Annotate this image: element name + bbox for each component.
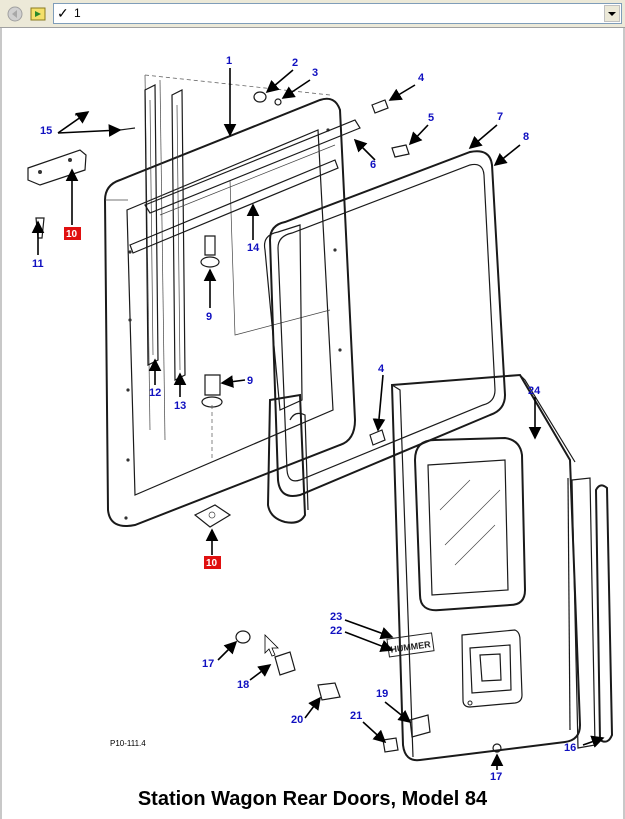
dropdown-button[interactable] xyxy=(604,5,620,22)
highlight-box xyxy=(204,556,221,569)
callout-10-highlight: 10 xyxy=(64,227,81,240)
leader-arrows xyxy=(31,68,605,770)
page-selector[interactable]: ✓ 1 xyxy=(53,3,622,24)
callout-labels: 1 2 3 4 4 5 6 7 8 9 9 10 10 11 12 13 14 … xyxy=(32,55,576,783)
callout-10: 10 xyxy=(206,558,218,569)
callout-22: 22 xyxy=(330,625,342,637)
callout-11: 11 xyxy=(32,258,44,270)
callout-6: 6 xyxy=(370,159,376,171)
frame-edge-right xyxy=(623,28,625,819)
callout-17: 17 xyxy=(202,658,214,670)
callout-17: 17 xyxy=(490,771,502,783)
hinge-strips xyxy=(144,84,186,381)
callout-12: 12 xyxy=(149,387,161,399)
callout-14: 14 xyxy=(247,242,260,254)
side-seal-strip xyxy=(567,477,614,749)
frame-edge-left xyxy=(0,28,2,819)
figure-reference: P10-111.4 xyxy=(110,739,146,748)
callout-10-highlight: 10 xyxy=(204,556,221,569)
rear-door-panel: HUMMER xyxy=(386,373,582,762)
forward-go-icon[interactable] xyxy=(30,5,48,23)
chevron-down-icon xyxy=(608,12,616,16)
callout-5: 5 xyxy=(428,112,434,124)
callout-4: 4 xyxy=(378,363,385,375)
check-icon: ✓ xyxy=(57,5,69,21)
diagram-caption: Station Wagon Rear Doors, Model 84 xyxy=(137,788,488,810)
callout-16: 16 xyxy=(564,742,576,754)
callout-3: 3 xyxy=(312,67,318,79)
hardware-parts xyxy=(27,91,502,753)
callout-19: 19 xyxy=(376,688,388,700)
callout-8: 8 xyxy=(523,131,529,143)
seal-rings xyxy=(263,150,507,524)
callout-4: 4 xyxy=(418,72,425,84)
callout-15: 15 xyxy=(40,125,52,137)
callout-2: 2 xyxy=(292,57,298,69)
callout-18: 18 xyxy=(237,679,249,691)
callout-21: 21 xyxy=(350,710,362,722)
callout-1: 1 xyxy=(226,55,232,67)
callout-20: 20 xyxy=(291,714,303,726)
callout-9: 9 xyxy=(247,375,253,387)
page-selector-value: 1 xyxy=(74,6,81,20)
callout-23: 23 xyxy=(330,611,342,623)
callout-9: 9 xyxy=(206,311,212,323)
callout-7: 7 xyxy=(497,111,503,123)
mouse-cursor-icon xyxy=(264,634,279,657)
callout-24: 24 xyxy=(528,385,541,397)
callout-10: 10 xyxy=(66,229,78,240)
back-arrow-icon[interactable] xyxy=(6,5,24,23)
toolbar: ✓ 1 xyxy=(0,0,625,28)
callout-13: 13 xyxy=(174,400,186,412)
highlight-box xyxy=(64,227,81,240)
door-opening-frame xyxy=(103,74,357,527)
top-rails xyxy=(129,119,361,254)
